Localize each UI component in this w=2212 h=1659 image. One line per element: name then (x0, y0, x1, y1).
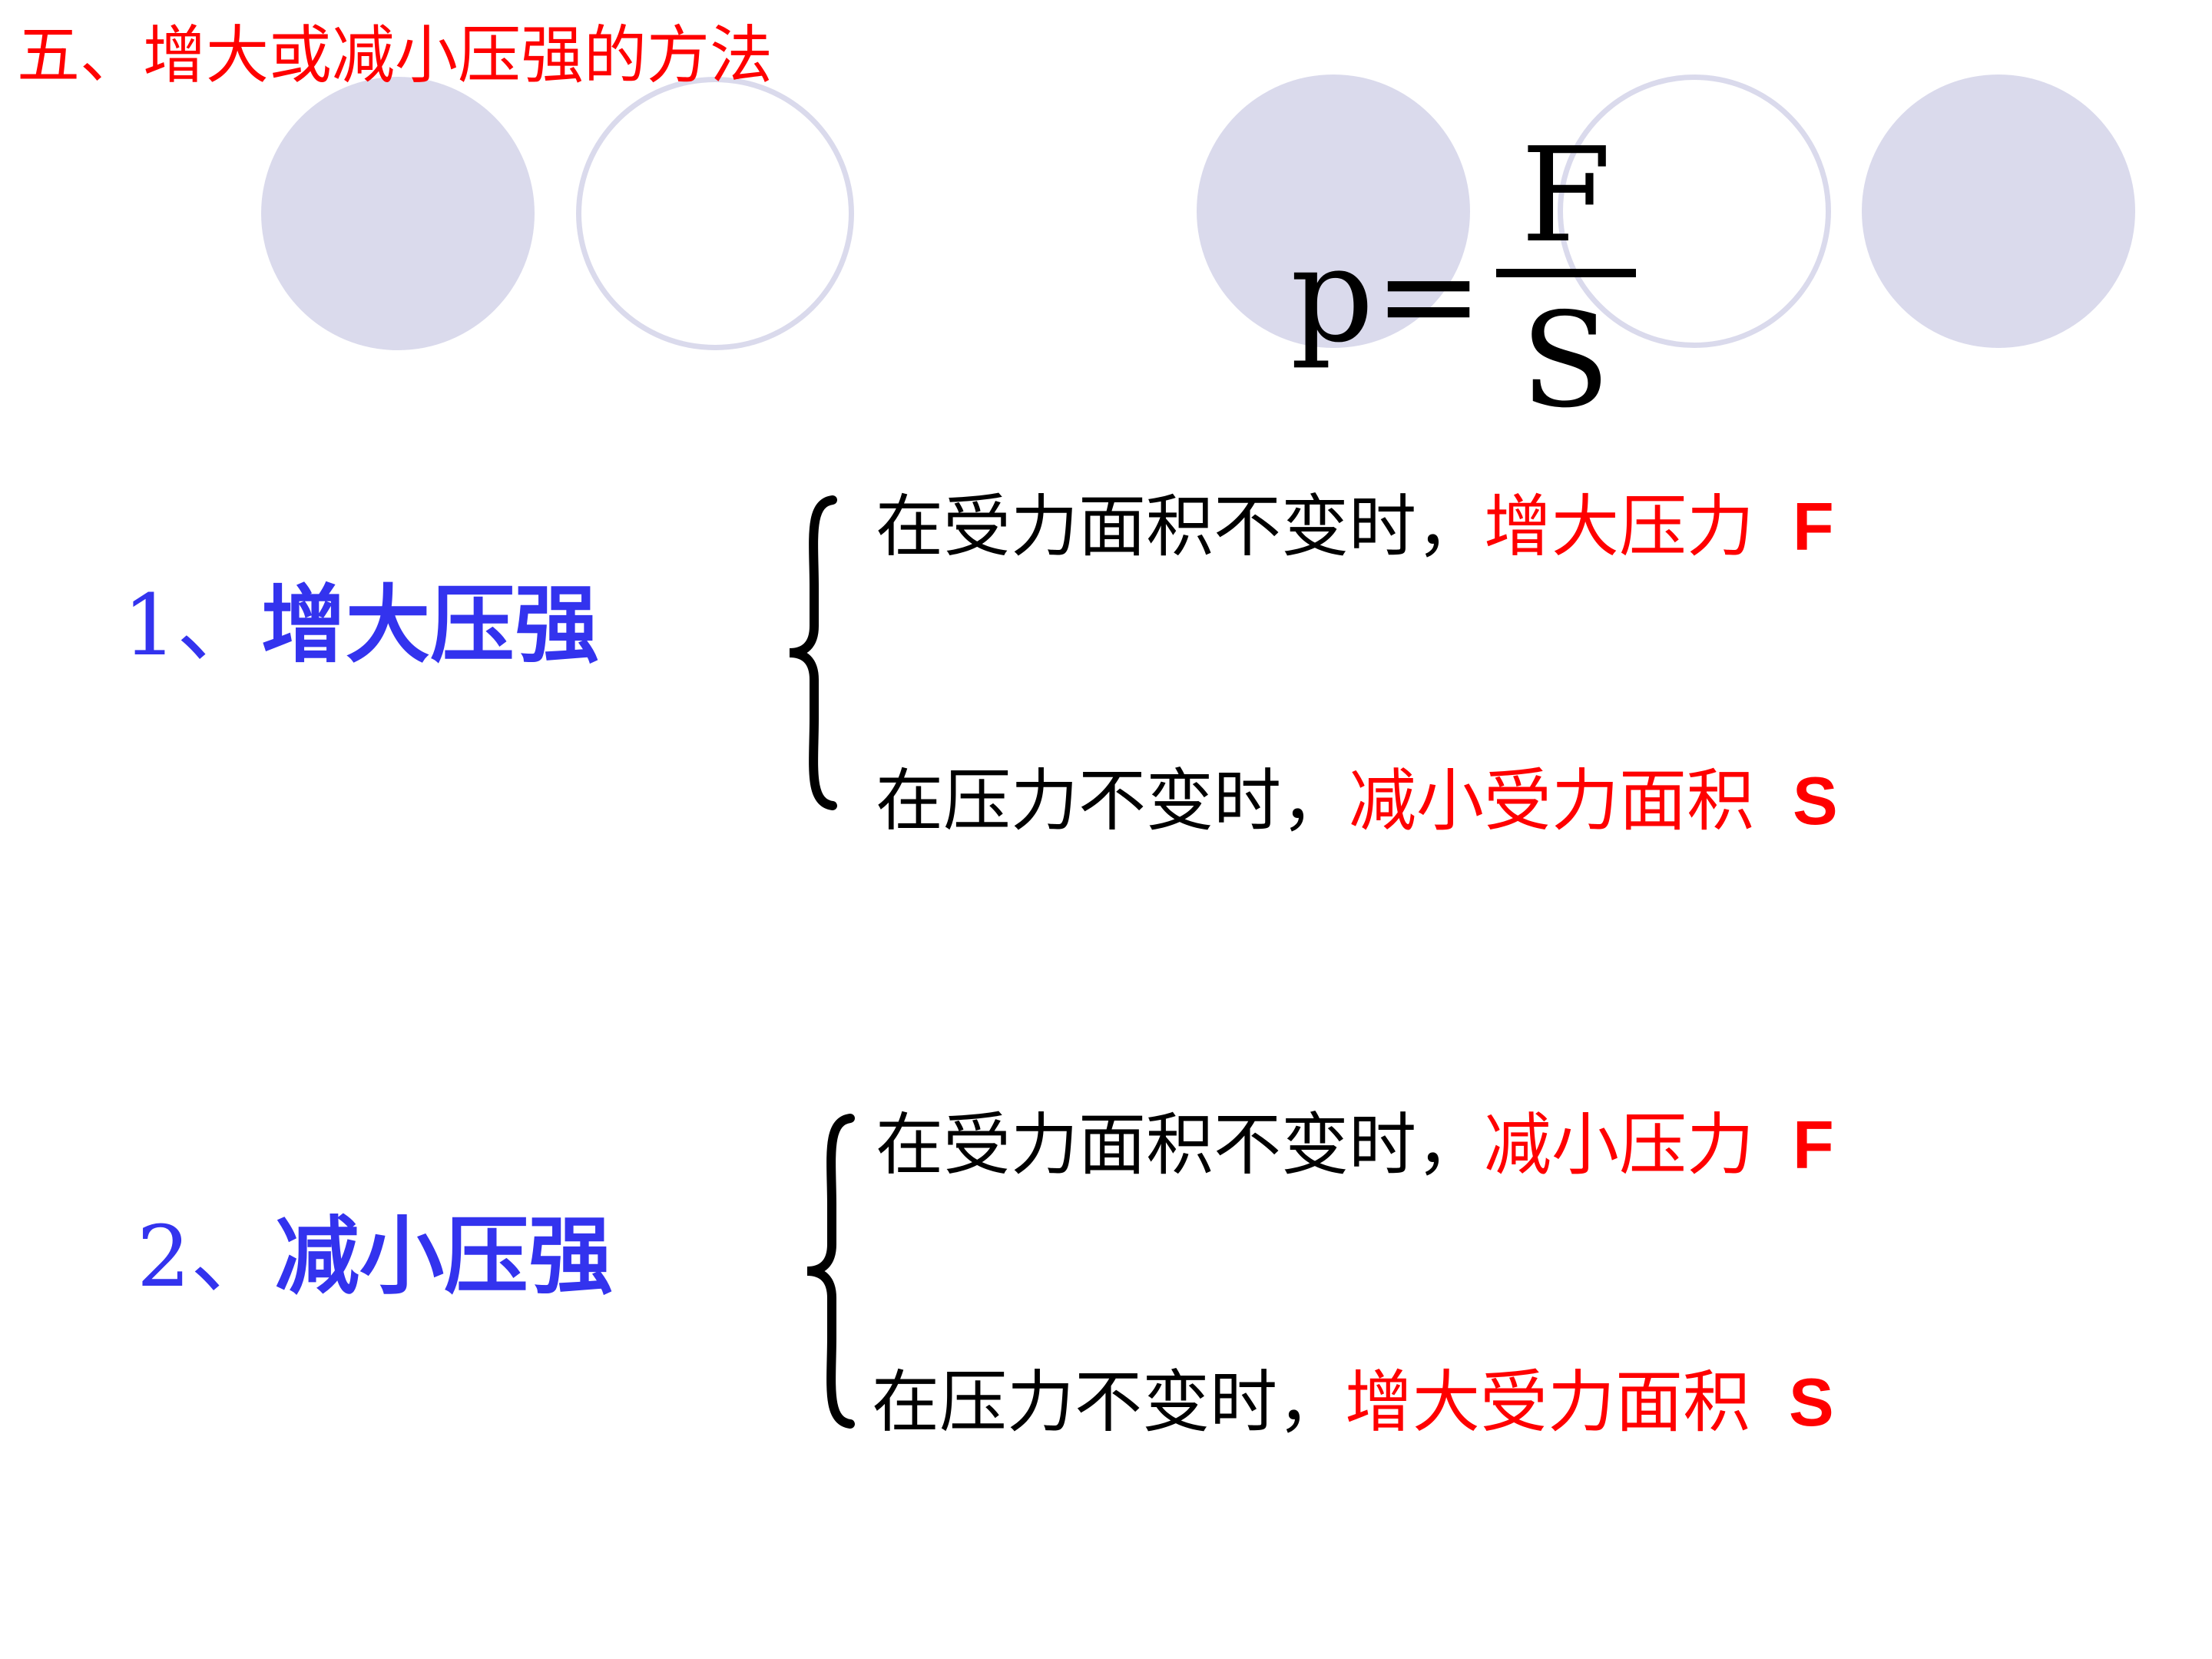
method-1-label: 1、增大压强 (123, 575, 599, 676)
condition-row: 在受力面积不变时，减小压力 F (876, 1106, 1834, 1184)
method-2-label: 2、减小压强 (137, 1206, 613, 1307)
condition-row: 在压力不变时，增大受力面积 S (872, 1363, 1834, 1441)
slide-title: 五、增大或减小压强的方法 (17, 19, 773, 92)
decorative-circle-filled (261, 77, 535, 350)
method-title: 增大压强 (261, 576, 599, 674)
condition-prefix: 在受力面积不变时， (876, 1105, 1485, 1184)
condition-action: 增大受力面积 (1345, 1363, 1751, 1442)
method-number: 1、 (123, 576, 261, 674)
condition-variable: F (1793, 1107, 1834, 1183)
formula-denominator: S (1521, 285, 1611, 437)
decorative-circle-outline (1558, 75, 1831, 348)
curly-brace (806, 1114, 855, 1429)
curly-brace (789, 495, 837, 810)
condition-prefix: 在压力不变时， (876, 761, 1349, 840)
decorative-circle-filled (1862, 75, 2135, 348)
condition-action: 减小压力 (1484, 1105, 1755, 1184)
formula-lhs: p= (1290, 220, 1484, 372)
condition-row: 在受力面积不变时，增大压力 F (876, 488, 1834, 565)
condition-row: 在压力不变时，减小受力面积 S (876, 762, 1838, 839)
method-title: 减小压强 (275, 1207, 613, 1306)
condition-variable: S (1793, 763, 1838, 839)
condition-variable: F (1793, 488, 1834, 565)
condition-variable: S (1789, 1364, 1834, 1440)
method-number: 2、 (137, 1207, 275, 1306)
fraction-bar (1496, 269, 1636, 277)
condition-prefix: 在受力面积不变时， (876, 487, 1485, 566)
condition-action: 减小受力面积 (1349, 761, 1755, 840)
decorative-circle-filled (1197, 75, 1470, 348)
condition-action: 增大压力 (1484, 487, 1755, 566)
formula-numerator: F (1521, 120, 1611, 272)
condition-prefix: 在压力不变时， (872, 1363, 1346, 1442)
decorative-circle-outline (576, 77, 854, 350)
pressure-formula: p= F S (1290, 131, 1644, 438)
